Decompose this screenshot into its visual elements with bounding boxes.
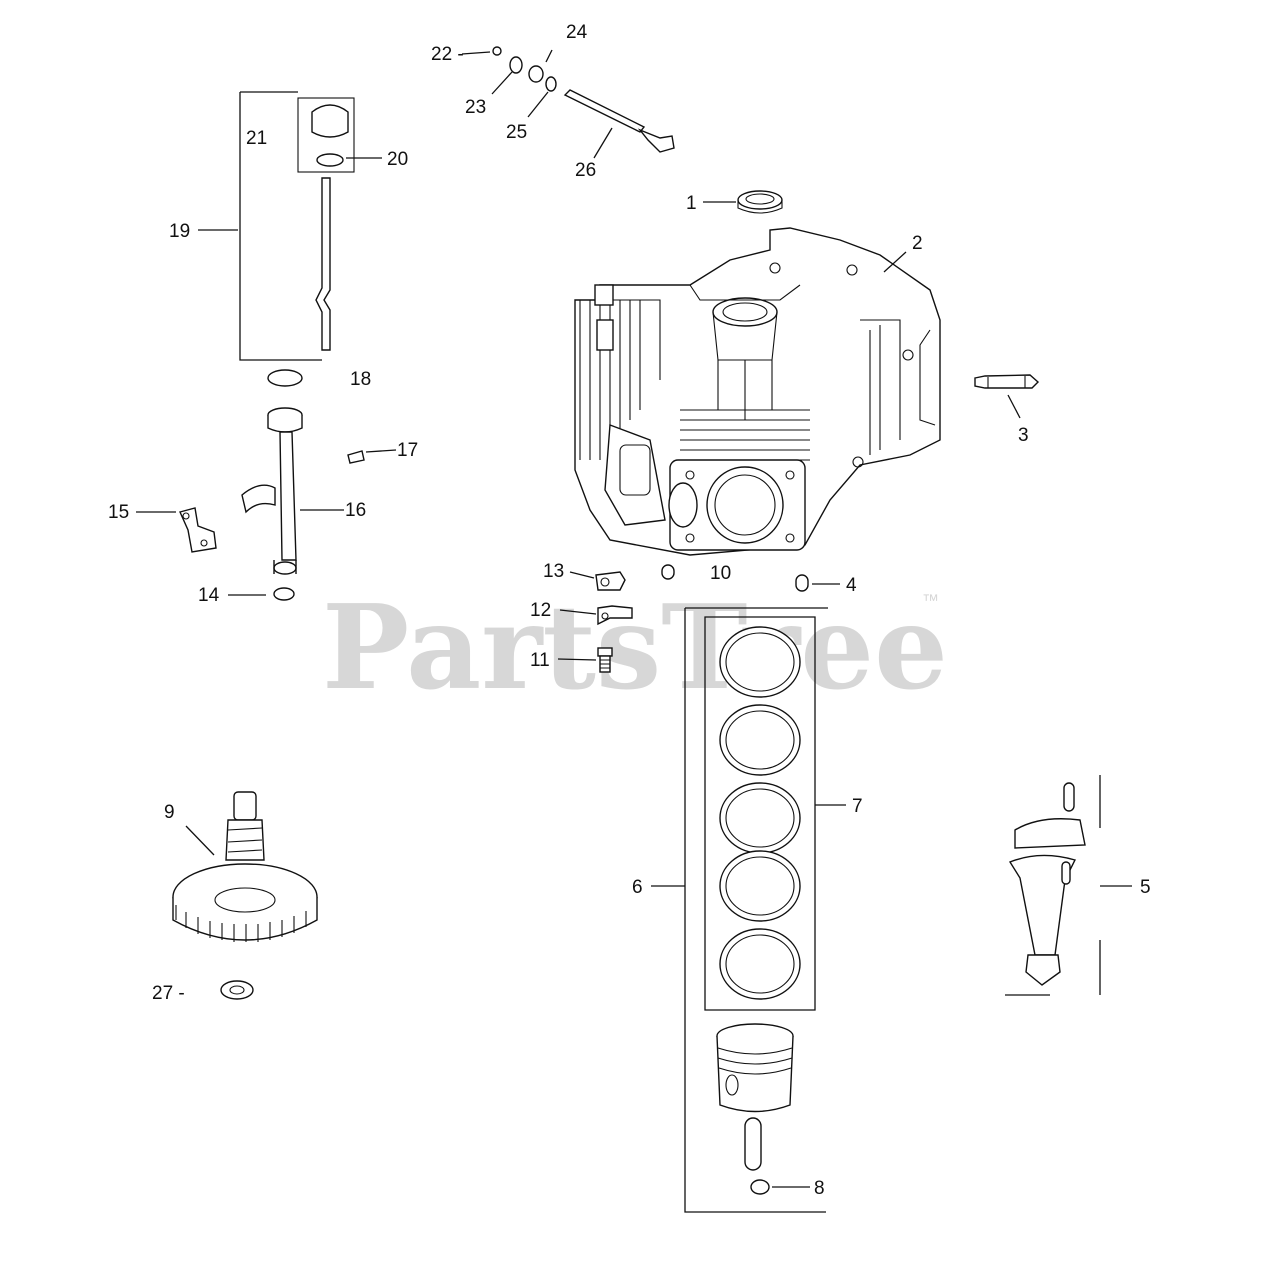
part-camshaft: [172, 791, 318, 942]
part-breather-hose: [974, 374, 1040, 389]
callout-16[interactable]: 16: [345, 500, 366, 521]
part-connecting-rod: [1005, 775, 1101, 996]
callout-6[interactable]: 6: [632, 877, 643, 898]
callout-9[interactable]: 9: [164, 802, 175, 823]
leader-lines: [136, 49, 1132, 1188]
part-o-ring-18: [267, 369, 303, 387]
callout-8[interactable]: 8: [814, 1178, 825, 1199]
callout-22[interactable]: 22 -: [431, 44, 464, 65]
callout-4[interactable]: 4: [846, 575, 857, 596]
callout-19[interactable]: 19: [169, 221, 190, 242]
callout-12[interactable]: 12: [530, 600, 551, 621]
callout-7[interactable]: 7: [852, 796, 863, 817]
callout-10[interactable]: 10: [710, 563, 731, 584]
callout-24[interactable]: 24: [566, 22, 588, 43]
part-screw-17: [347, 450, 365, 464]
part-pin-retainer: [750, 1179, 770, 1195]
part-dipstick-tube: [267, 407, 303, 575]
part-bracket-13: [595, 571, 626, 591]
part-o-ring-14: [273, 587, 295, 601]
callout-27[interactable]: 27 -: [152, 983, 185, 1004]
part-piston: [716, 1023, 794, 1171]
part-tube-clip: [241, 484, 276, 514]
callout-20[interactable]: 20: [387, 149, 408, 170]
part-crankcase: [574, 227, 941, 556]
callout-18[interactable]: 18: [350, 369, 371, 390]
part-breather-tube: [492, 46, 675, 153]
callout-labels: 1 2 3 4 5 6 7 8 9 10 11 12 13 14 15 16 1…: [108, 22, 1151, 1199]
callout-17[interactable]: 17: [397, 440, 418, 461]
part-tube-bracket: [179, 507, 217, 553]
watermark-text: PartsTree: [322, 580, 948, 716]
part-washer-27: [220, 980, 254, 1000]
callout-1[interactable]: 1: [686, 193, 697, 214]
part-bolt-11: [597, 647, 613, 673]
part-dipstick-assembly: [239, 91, 355, 361]
callout-21[interactable]: 21: [246, 128, 267, 149]
part-dowel: [661, 564, 675, 580]
callout-3[interactable]: 3: [1018, 425, 1029, 446]
part-oil-seal: [737, 190, 783, 214]
part-ring-set: [684, 607, 828, 1213]
callout-13[interactable]: 13: [543, 561, 564, 582]
callout-2[interactable]: 2: [912, 233, 923, 254]
callout-15[interactable]: 15: [108, 502, 129, 523]
callout-5[interactable]: 5: [1140, 877, 1151, 898]
watermark-trademark: ™: [922, 591, 939, 610]
callout-26[interactable]: 26: [575, 160, 596, 181]
part-dowel-pin: [795, 574, 809, 592]
callout-11[interactable]: 11: [530, 650, 550, 671]
callout-14[interactable]: 14: [198, 585, 220, 606]
callout-25[interactable]: 25: [506, 122, 527, 143]
callout-23[interactable]: 23: [465, 97, 486, 118]
part-bracket-12: [597, 605, 633, 626]
